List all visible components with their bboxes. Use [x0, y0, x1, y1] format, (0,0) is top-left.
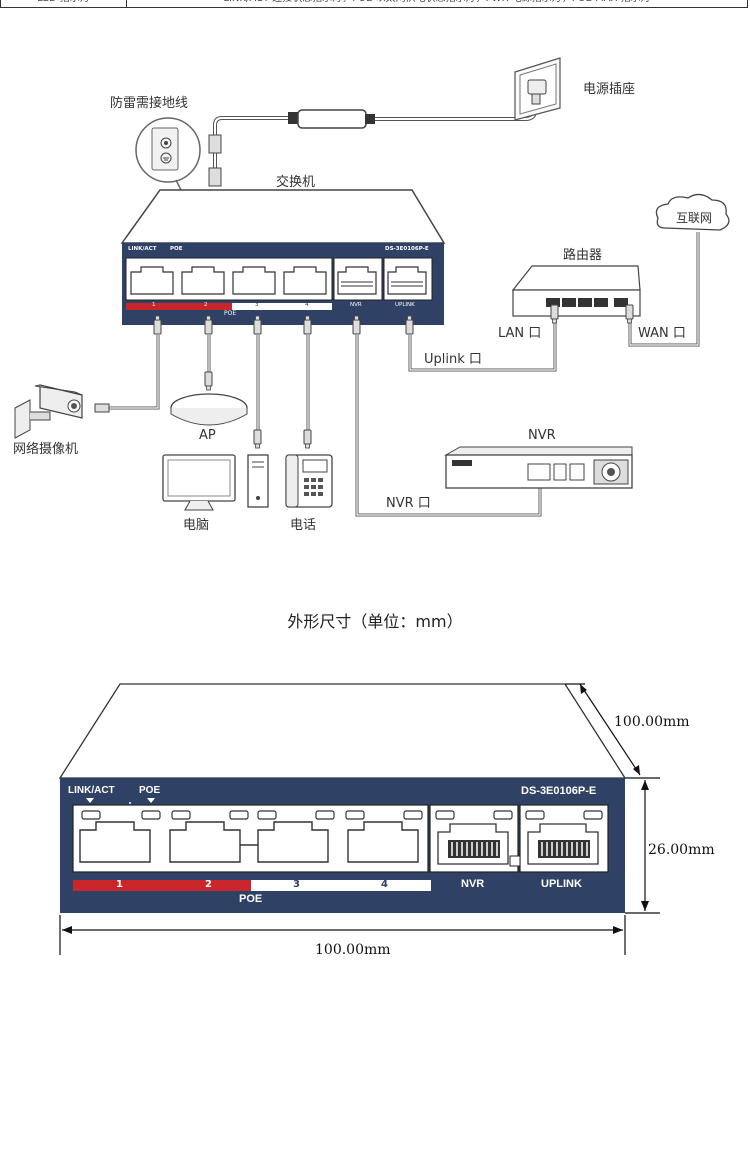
height-dimension: 26.00mm: [648, 842, 715, 858]
router-label: 路由器: [563, 248, 603, 263]
nvr-label: NVR: [528, 428, 556, 443]
poe-indicator-label: POE: [139, 785, 161, 796]
cable-connectors: [94, 304, 634, 449]
ground-icon: [135, 117, 201, 193]
model-label: DS-3E0106P-E: [521, 785, 597, 797]
power-socket-icon: [514, 57, 561, 121]
depth-dimension: 100.00mm: [614, 714, 690, 730]
port-3-label: 3: [293, 879, 300, 890]
computer-label: 电脑: [183, 518, 210, 533]
nvr-port-label: NVR 口: [386, 496, 431, 511]
mini-port-3: 3: [255, 302, 259, 308]
switch-device: [120, 189, 446, 325]
topology-diagram: [14, 57, 730, 517]
port-4-label: 4: [381, 879, 388, 890]
uplink-port-label: Uplink 口: [424, 352, 482, 367]
phone-label: 电话: [290, 518, 317, 533]
nvr-port-text: NVR: [461, 878, 485, 890]
power-adapter: [208, 96, 537, 187]
mini-uplink-label: UPLINK: [395, 302, 415, 308]
switch-label: 交换机: [276, 175, 316, 190]
mini-poe-bar-label: POE: [224, 310, 237, 317]
mini-nvr-label: NVR: [350, 302, 362, 308]
table-cell-led-desc: LINK/ACT 连接状态指示灯，POE 以太网供电状态指示灯，PWR 电源指示…: [126, 0, 748, 8]
ap-label: AP: [199, 428, 216, 443]
uplink-port-text: UPLINK: [541, 878, 582, 890]
mini-poe-label: POE: [170, 246, 183, 252]
mini-port-1: 1: [152, 302, 156, 308]
mini-link-act-label: LINK/ACT: [128, 246, 157, 252]
wan-port-label: WAN 口: [638, 326, 686, 341]
dimensions-title: 外形尺寸（单位：mm）: [287, 612, 463, 631]
ap-icon: [170, 393, 248, 426]
width-dimension: 100.00mm: [315, 942, 391, 958]
mini-port-4: 4: [305, 302, 309, 308]
camera-icon: [14, 384, 83, 439]
internet-cloud-icon: [655, 193, 730, 231]
camera-label: 网络摄像机: [13, 442, 79, 457]
internet-label: 互联网: [676, 211, 713, 225]
link-act-label: LINK/ACT: [68, 785, 115, 796]
lan-port-label: LAN 口: [498, 326, 542, 341]
port-2-label: 2: [205, 879, 212, 890]
phone-icon: [285, 454, 333, 508]
computer-icon: [162, 454, 269, 511]
top-table-row: LED 指示灯 LINK/ACT 连接状态指示灯，POE 以太网供电状态指示灯，…: [0, 0, 750, 8]
lightning-ground-label: 防雷需接地线: [110, 96, 189, 111]
router-device: [511, 265, 641, 317]
nvr-device: [444, 446, 633, 489]
mini-model-label: DS-3E0106P-E: [385, 246, 429, 252]
power-socket-label: 电源插座: [583, 82, 636, 97]
mini-port-2: 2: [204, 302, 208, 308]
poe-bar-label: POE: [239, 893, 263, 905]
port-1-label: 1: [116, 879, 123, 890]
